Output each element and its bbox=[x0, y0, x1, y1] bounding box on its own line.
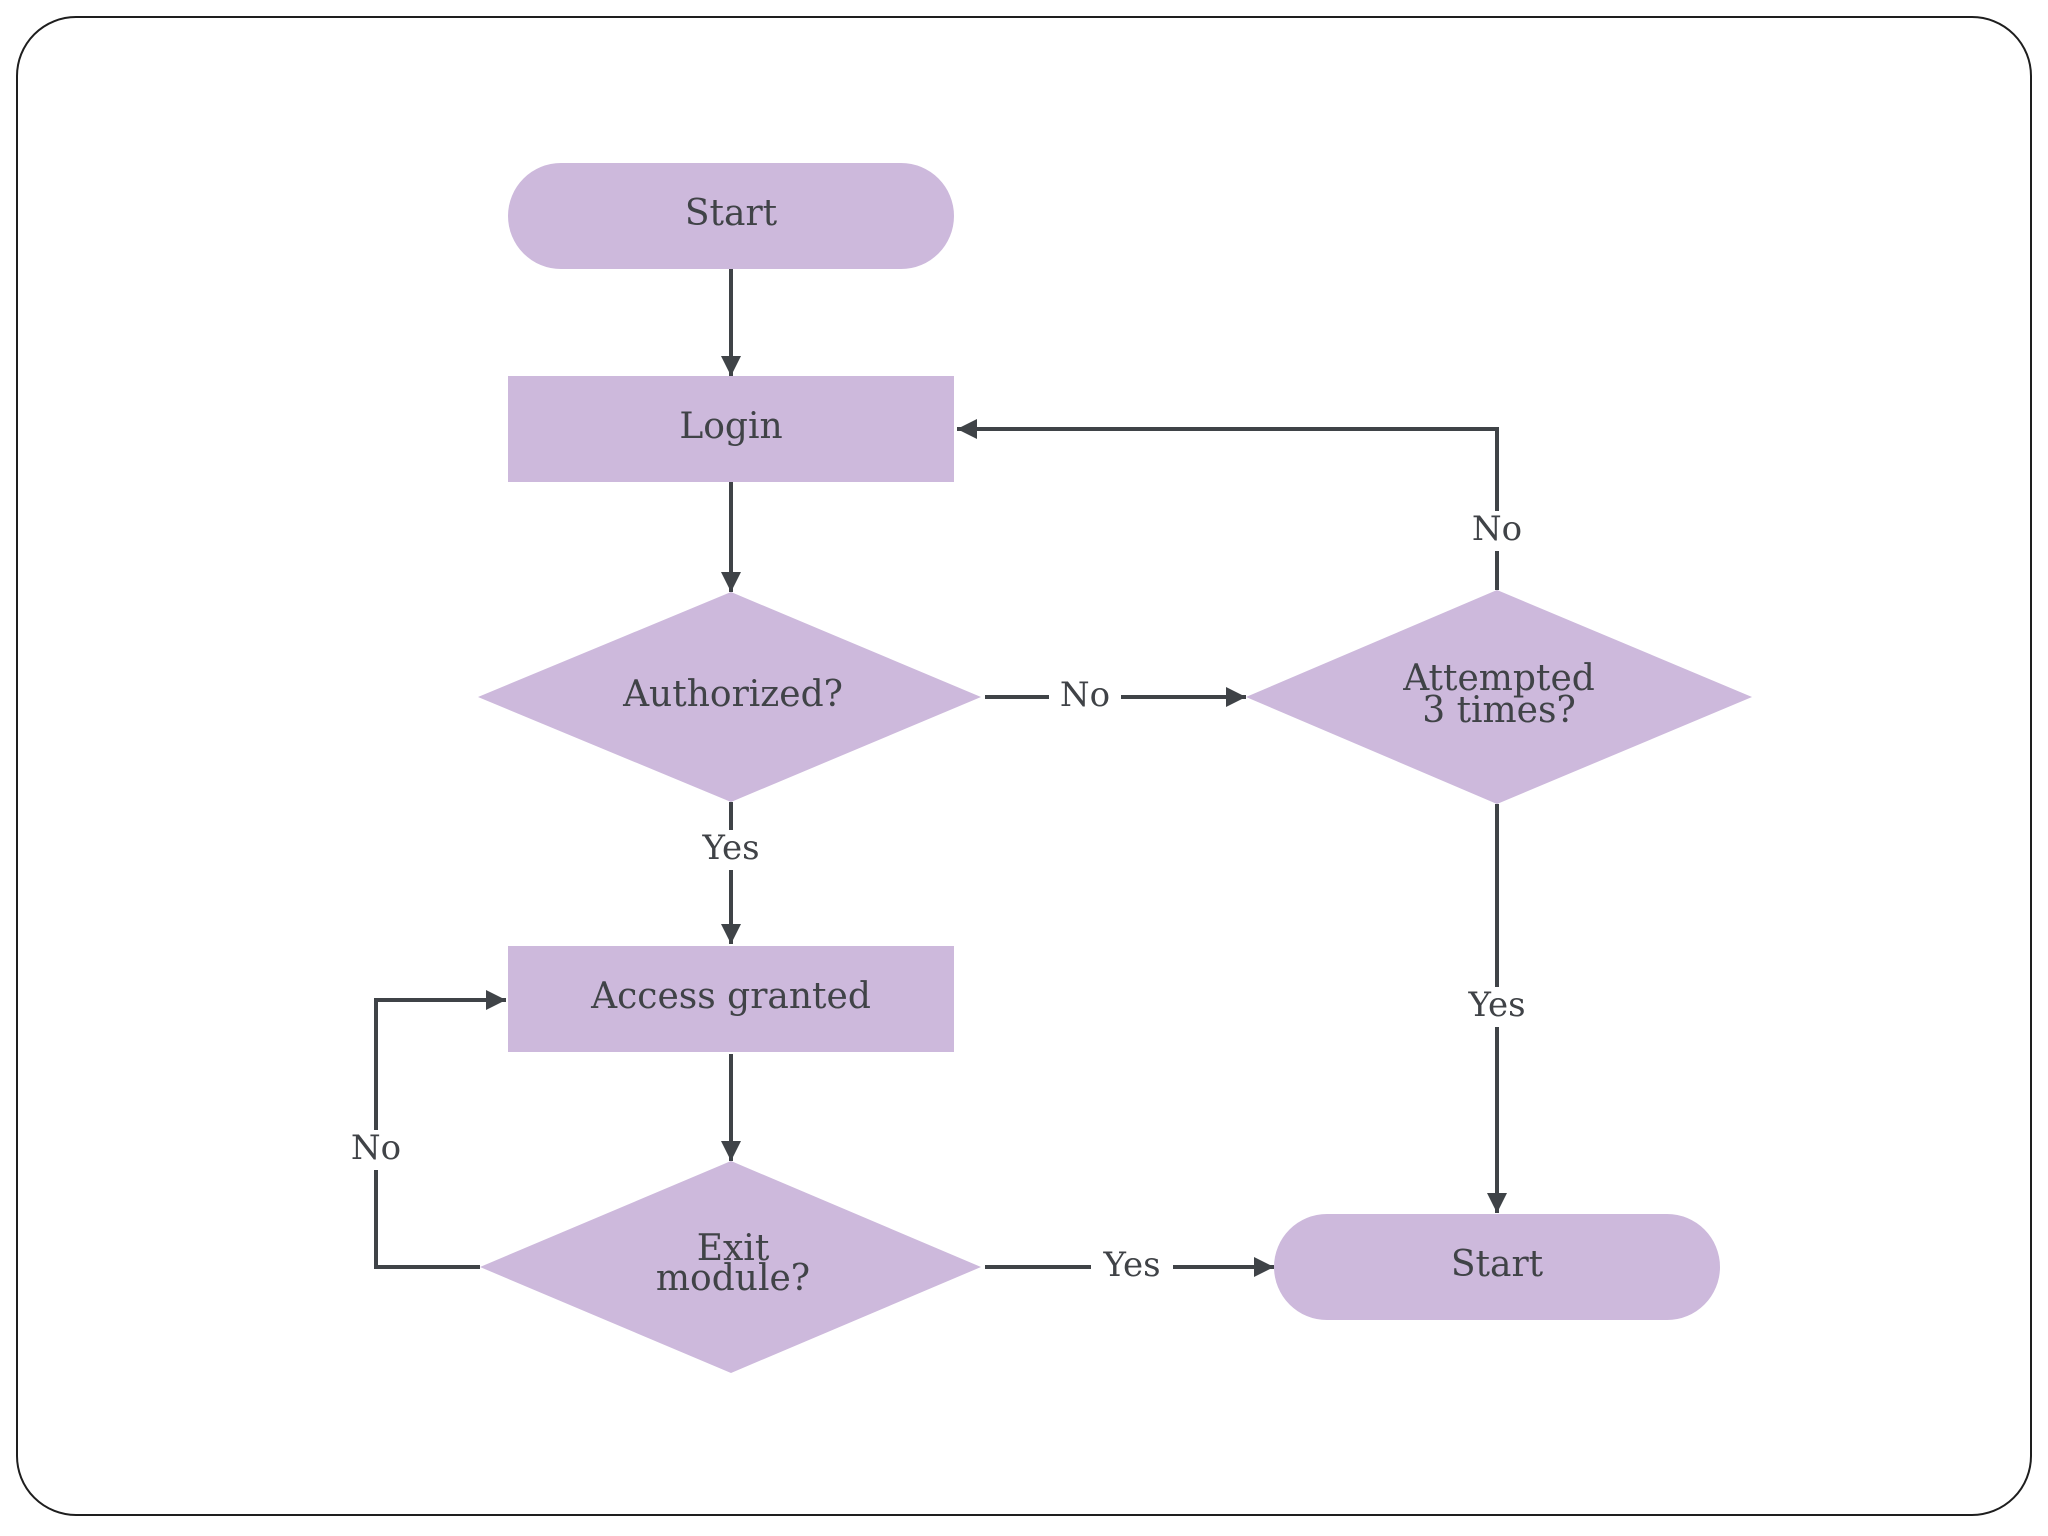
node-login-label: Login bbox=[679, 406, 782, 447]
node-login: Login bbox=[508, 376, 954, 482]
edge-label-authorized-yes: Yes bbox=[701, 828, 759, 868]
edge-label-exit-yes: Yes bbox=[1102, 1245, 1160, 1285]
edge-labels: No No Yes Yes No Yes bbox=[339, 509, 1538, 1287]
node-authorized-label: Authorized? bbox=[622, 674, 843, 715]
node-attempted-label-line1: Attempted bbox=[1402, 658, 1595, 699]
edge-label-attempted-yes: Yes bbox=[1467, 985, 1525, 1025]
edge-label-authorized-no: No bbox=[1060, 675, 1110, 715]
node-start-top-label: Start bbox=[685, 193, 778, 234]
node-access-granted: Access granted bbox=[508, 946, 954, 1052]
edge-attempted-no-to-login bbox=[957, 419, 1499, 590]
node-authorized: Authorized? bbox=[478, 592, 981, 802]
node-exit-module: Exit module? bbox=[480, 1161, 981, 1373]
node-exit-module-label-line1: Exit bbox=[697, 1228, 770, 1269]
node-exit-module-label-line2: module? bbox=[656, 1258, 810, 1299]
edge-label-exit-no: No bbox=[351, 1128, 401, 1168]
node-start-top: Start bbox=[508, 163, 954, 269]
node-attempted-label-line2: 3 times? bbox=[1422, 690, 1576, 731]
node-start-bottom-label: Start bbox=[1451, 1244, 1544, 1285]
node-attempted: Attempted 3 times? bbox=[1246, 590, 1752, 804]
node-access-granted-label: Access granted bbox=[590, 976, 871, 1017]
edge-label-attempted-no: No bbox=[1472, 509, 1522, 549]
node-start-bottom: Start bbox=[1274, 1214, 1720, 1320]
